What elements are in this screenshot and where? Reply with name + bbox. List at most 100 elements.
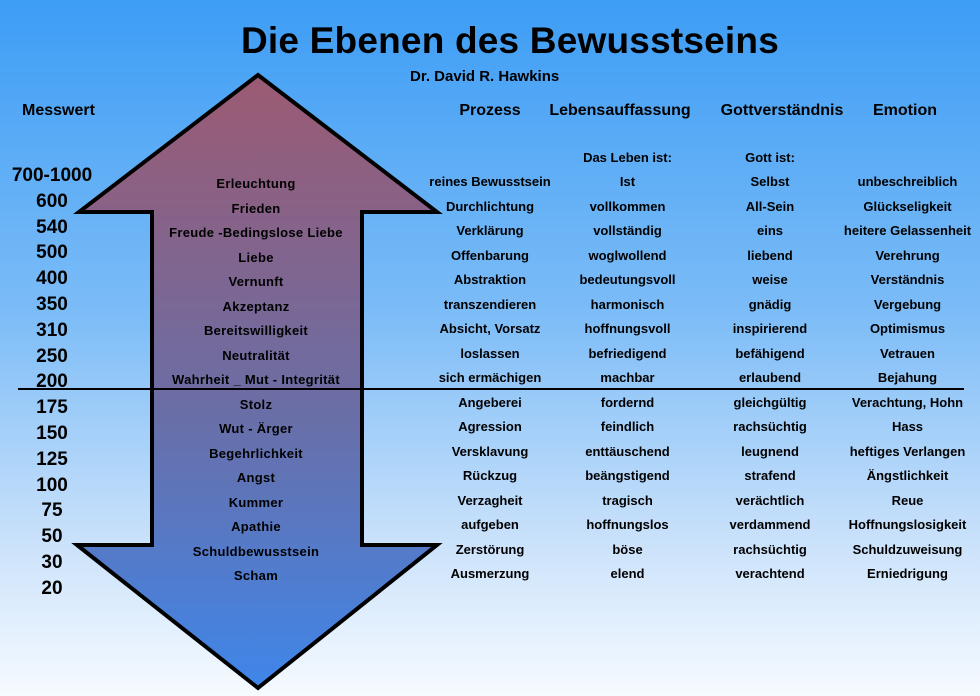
level-label: Vernunft (228, 274, 284, 289)
cell-gott: erlaubend (738, 370, 802, 385)
level-label: Bereitswilligkeit (203, 323, 309, 338)
cell-gott: rachsüchtig (733, 541, 807, 557)
cell-prozess: Verklärung (456, 223, 524, 238)
level-label: Freude -Bedingslose Liebe (169, 225, 343, 240)
cell-leben: woglwollend (588, 247, 667, 263)
cell-emotion: heitere Gelassenheit (843, 223, 972, 238)
cell-gott: weise (752, 272, 788, 287)
cell-emotion: Verständnis (870, 272, 945, 287)
cell-emotion: Optimismus (869, 321, 946, 336)
level-label: Kummer (228, 494, 284, 510)
cell-prozess: loslassen (460, 345, 520, 361)
cell-prozess: transzendieren (443, 296, 537, 312)
cell-gott: verächtlich (735, 492, 805, 508)
messwert-value: 350 (36, 294, 68, 315)
cell-prozess: aufgeben (461, 517, 519, 532)
cell-emotion: heftiges Verlangen (849, 443, 966, 459)
cell-leben: hoffnungsvoll (584, 321, 671, 336)
cell-prozess: Durchlichtung (445, 198, 535, 214)
level-label: Neutralität (222, 347, 290, 363)
messwert-value: 150 (36, 423, 68, 444)
cell-leben: vollständig (593, 223, 662, 238)
double-arrow-shape (71, 72, 443, 691)
messwert-value: 600 (36, 190, 68, 212)
level-label: Stolz (239, 396, 273, 412)
cell-gott: gleichgültig (733, 394, 807, 410)
cell-leben: harmonisch (590, 296, 665, 312)
cell-prozess: Offenbarung (451, 247, 529, 263)
messwert-value: 200 (36, 371, 68, 393)
cell-gott: Selbst (750, 174, 790, 189)
cell-gott: eins (756, 223, 783, 238)
messwert-value: 175 (36, 397, 68, 419)
level-label: Akzeptanz (222, 298, 290, 314)
cell-gott: leugnend (741, 443, 799, 459)
cell-leben: hoffnungslos (586, 517, 669, 532)
cell-gott: All-Sein (745, 198, 795, 214)
cell-emotion: Erniedrigung (867, 566, 948, 581)
messwert-value: 500 (36, 242, 68, 264)
level-label: Begehrlichkeit (209, 445, 303, 461)
cell-emotion: Vetrauen (880, 345, 935, 361)
messwert-value: 400 (36, 268, 68, 290)
level-label: Frieden (231, 200, 281, 216)
cell-emotion: Reue (891, 492, 924, 508)
cell-prozess: Versklavung (451, 443, 529, 459)
messwert-value: 30 (41, 552, 63, 573)
level-label: Erleuchtung (216, 176, 296, 191)
cell-prozess: sich ermächigen (438, 370, 542, 385)
header-emotion: Emotion (873, 102, 937, 119)
page-title: Die Ebenen des Bewusstseins (241, 20, 779, 61)
cell-leben: befriedigend (588, 345, 667, 361)
cell-prozess: Zerstörung (455, 541, 525, 557)
header-gottverstaendnis: Gottverständnis (720, 102, 844, 119)
header-prozess: Prozess (459, 102, 521, 119)
cell-emotion: Hoffnungslosigkeit (848, 517, 967, 532)
cell-prozess: Ausmerzung (450, 566, 530, 581)
cell-gott: inspirierend (732, 321, 808, 336)
cell-emotion: Schuldzuweisung (852, 541, 963, 557)
cell-leben: tragisch (602, 492, 653, 508)
subheader-leben: Das Leben ist: (583, 150, 672, 165)
subheader-gott: Gott ist: (745, 150, 795, 165)
level-label: Angst (236, 470, 276, 485)
cell-gott: verdammend (729, 517, 811, 532)
cell-emotion: Ängstlichkeit (866, 468, 949, 483)
messwert-value: 310 (36, 319, 68, 341)
messwert-value: 540 (36, 216, 68, 238)
cell-emotion: Verachtung, Hohn (851, 394, 964, 410)
header-lebensauffassung: Lebensauffassung (549, 102, 691, 119)
cell-emotion: Vergebung (873, 296, 942, 312)
cell-prozess: Angeberei (458, 394, 522, 410)
cell-leben: vollkommen (589, 198, 666, 214)
cell-leben: enttäuschend (585, 443, 670, 459)
cell-emotion: Bejahung (877, 370, 938, 385)
cell-prozess: Rückzug (462, 468, 518, 483)
cell-leben: elend (610, 566, 645, 581)
cell-leben: feindlich (600, 419, 655, 434)
cell-gott: gnädig (748, 296, 792, 312)
cell-prozess: Verzagheit (457, 492, 523, 508)
messwert-value: 125 (36, 448, 68, 470)
cell-prozess: Absicht, Vorsatz (439, 321, 541, 336)
cell-emotion: unbeschreiblich (857, 174, 958, 189)
cell-leben: böse (612, 541, 643, 557)
cell-prozess: Abstraktion (453, 272, 527, 287)
author: Dr. David R. Hawkins (410, 68, 560, 85)
cell-gott: befähigend (735, 345, 805, 361)
header-messwert: Messwert (22, 102, 95, 119)
level-label: Wahrheit _ Mut - Integrität (172, 372, 340, 387)
cell-emotion: Verehrung (875, 247, 940, 263)
messwert-value: 20 (41, 577, 63, 599)
level-label: Scham (233, 568, 279, 583)
cell-leben: fordernd (600, 394, 655, 410)
level-label: Wut - Ärger (219, 421, 293, 436)
cell-gott: liebend (747, 247, 793, 263)
messwert-value: 75 (41, 500, 63, 522)
cell-gott: verachtend (735, 566, 805, 581)
cell-leben: machbar (600, 370, 655, 385)
cell-leben: bedeutungsvoll (579, 272, 676, 287)
cell-emotion: Hass (891, 419, 924, 434)
cell-emotion: Glückseligkeit (863, 198, 952, 214)
